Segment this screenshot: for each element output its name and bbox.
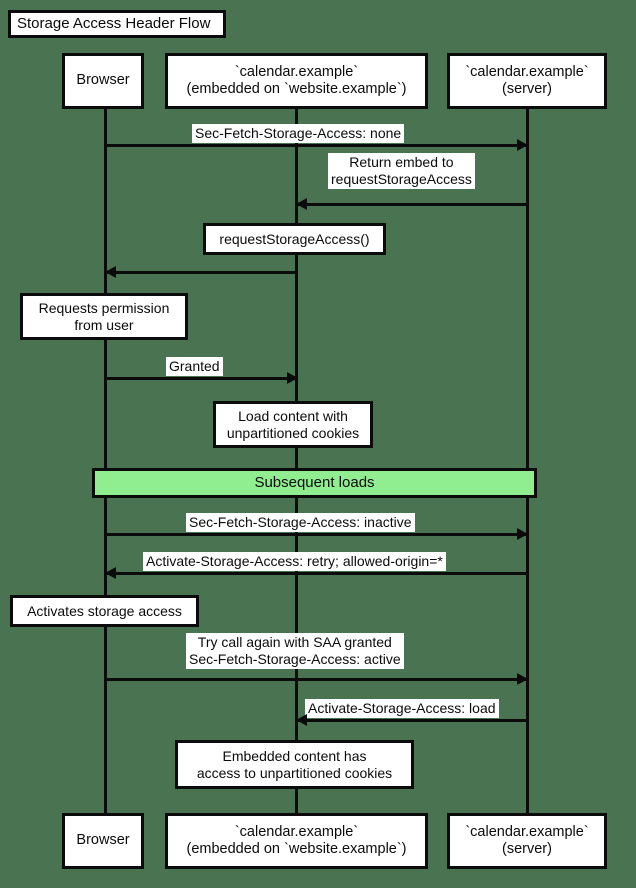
message-1-arrowhead-icon: [517, 139, 528, 151]
message-7-arrowhead-icon: [517, 673, 528, 685]
note-request-storage-access: requestStorageAccess(): [203, 223, 386, 255]
note-requests-permission: Requests permission from user: [20, 293, 188, 340]
message-4-line: [105, 377, 296, 380]
participant-embedded-label: `calendar.example` (embedded on `website…: [186, 63, 407, 97]
lifeline-browser: [104, 109, 107, 819]
participant-server-top[interactable]: `calendar.example` (server): [447, 53, 607, 109]
phase-subsequent-loads: Subsequent loads: [92, 468, 537, 498]
note-activates-storage-text: Activates storage access: [27, 602, 182, 619]
note-request-storage-access-text: requestStorageAccess(): [219, 230, 370, 247]
message-8-label: Activate-Storage-Access: load: [305, 699, 499, 718]
message-4-label: Granted: [166, 357, 223, 376]
message-8-line: [296, 719, 527, 722]
message-7-label: Try call again with SAA granted Sec-Fetc…: [186, 633, 404, 669]
message-1-label: Sec-Fetch-Storage-Access: none: [192, 124, 405, 143]
message-1-line: [105, 144, 526, 147]
note-load-content: Load content with unpartitioned cookies: [213, 401, 373, 448]
note-load-content-text: Load content with unpartitioned cookies: [226, 407, 360, 441]
message-6-line: [105, 572, 526, 575]
participant-server-bottom[interactable]: `calendar.example` (server): [447, 813, 607, 869]
message-8-arrowhead-icon: [296, 714, 307, 726]
participant-embedded-label-bottom: `calendar.example` (embedded on `website…: [186, 823, 407, 857]
phase-subsequent-loads-label: Subsequent loads: [254, 474, 375, 492]
lifeline-server: [526, 109, 529, 819]
note-requests-permission-text: Requests permission from user: [38, 299, 170, 333]
message-4-arrowhead-icon: [287, 372, 298, 384]
participant-server-label: `calendar.example` (server): [465, 63, 589, 97]
participant-browser-label-bottom: Browser: [76, 832, 130, 849]
message-3-arrowhead-icon: [105, 266, 116, 278]
note-embedded-access: Embedded content has access to unpartiti…: [175, 740, 414, 789]
lifeline-embedded: [295, 109, 298, 819]
participant-embedded-bottom[interactable]: `calendar.example` (embedded on `website…: [165, 813, 428, 869]
message-3-line: [105, 271, 296, 274]
diagram-title: Storage Access Header Flow: [8, 10, 226, 38]
message-2-arrowhead-icon: [296, 198, 307, 210]
participant-server-label-bottom: `calendar.example` (server): [465, 823, 589, 857]
participant-embedded-top[interactable]: `calendar.example` (embedded on `website…: [165, 53, 428, 109]
message-5-arrowhead-icon: [517, 528, 528, 540]
participant-browser-top[interactable]: Browser: [62, 53, 144, 109]
participant-browser-bottom[interactable]: Browser: [62, 813, 144, 869]
participant-browser-label: Browser: [76, 72, 130, 89]
message-6-label: Activate-Storage-Access: retry; allowed-…: [143, 552, 446, 571]
message-7-line: [105, 678, 526, 681]
message-5-line: [105, 533, 526, 536]
note-embedded-access-text: Embedded content has access to unpartiti…: [196, 747, 393, 781]
message-5-label: Sec-Fetch-Storage-Access: inactive: [186, 513, 415, 532]
message-2-line: [296, 203, 527, 206]
note-activates-storage: Activates storage access: [10, 595, 199, 627]
message-6-arrowhead-icon: [105, 567, 116, 579]
message-2-label: Return embed to requestStorageAccess: [328, 153, 475, 189]
